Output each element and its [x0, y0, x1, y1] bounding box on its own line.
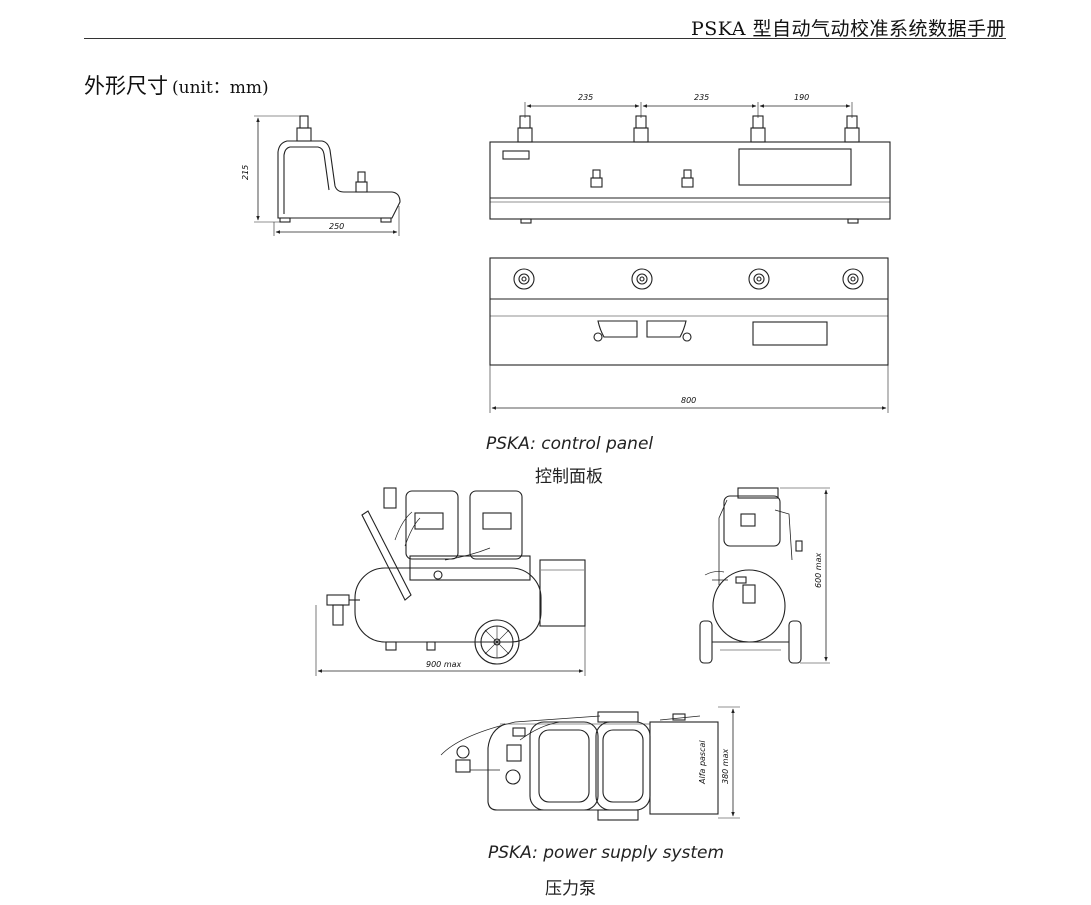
control-panel-caption-en: PSKA: control panel — [486, 434, 654, 454]
section-title-text: 外形尺寸 — [84, 74, 168, 98]
port-fittings — [513, 268, 864, 290]
pressure-connectors — [517, 115, 860, 143]
header-title: PSKA 型自动气动校准系统数据手册 — [691, 18, 1006, 40]
side-height-label: 215 — [241, 165, 250, 180]
page-header: PSKA 型自动气动校准系统数据手册 — [84, 14, 1006, 40]
length-label-900: 900 max — [426, 660, 462, 669]
control-panel-front-view: 235 235 190 — [489, 93, 891, 224]
spacing-label-2: 235 — [694, 93, 709, 102]
power-supply-end-view: 600 max — [699, 487, 830, 664]
spacing-label-1: 235 — [578, 93, 593, 102]
power-supply-caption-zh: 压力泵 — [545, 879, 596, 899]
control-panel-side-view: 215 250 — [241, 115, 401, 236]
side-depth-label: 250 — [329, 222, 344, 231]
power-supply-side-view: 900 max — [315, 487, 586, 676]
width-label-380: 380 max — [721, 748, 730, 784]
control-panel-caption-zh: 控制面板 — [535, 467, 603, 487]
control-panel-top-view: 800 — [489, 257, 889, 413]
section-title: 外形尺寸(unit：mm) — [84, 70, 269, 100]
height-label-600: 600 max — [814, 552, 823, 588]
power-supply-caption-en: PSKA: power supply system — [488, 843, 725, 863]
alfa-pascal-label: Alfa pascal — [698, 740, 707, 785]
power-supply-top-view: Alfa pascal 380 max — [440, 706, 740, 821]
width-label-800: 800 — [681, 396, 696, 405]
spacing-label-3: 190 — [794, 93, 809, 102]
unit-note: (unit：mm) — [172, 78, 269, 98]
